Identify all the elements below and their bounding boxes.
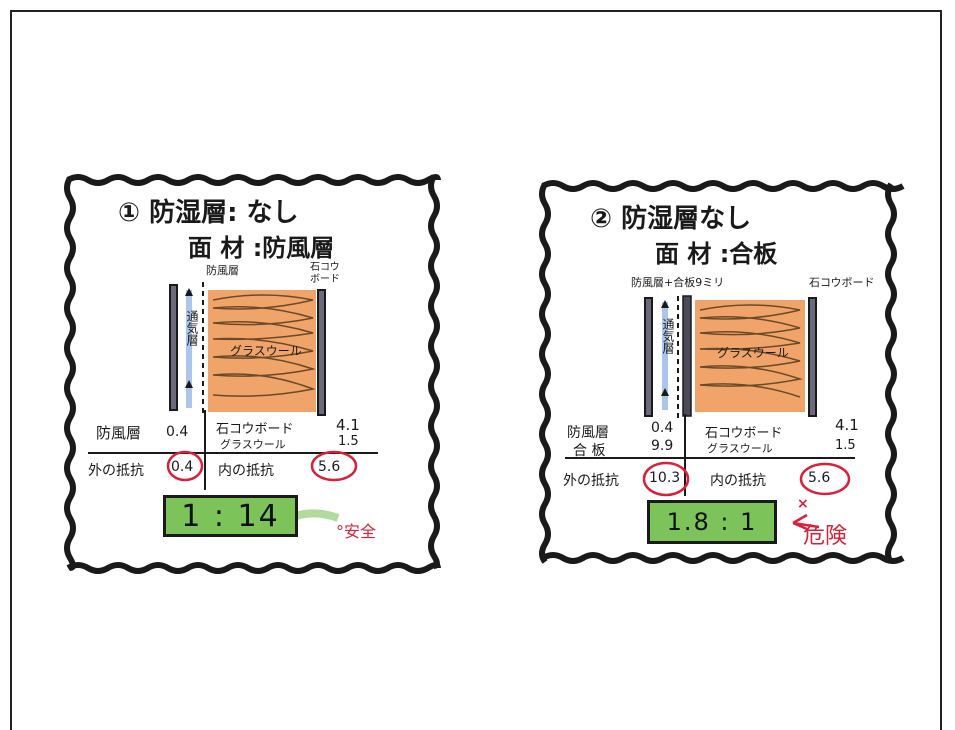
panel-2-left-layer-value-1: 0.4 xyxy=(651,420,674,436)
panel-2-label-right: 石コウボード xyxy=(809,276,875,289)
panel-2-subtitle: 面 材 :合板 xyxy=(655,240,778,268)
panel-1-wavy-border xyxy=(64,174,441,574)
slide-frame xyxy=(10,10,942,730)
panel-2-label-left: 防風層+合板9ミリ xyxy=(631,276,725,289)
panel-1-subtitle: 面 材 :防風層 xyxy=(188,234,335,262)
panel-2-left-layer-name-2: 合 板 xyxy=(573,443,606,459)
panel-2-verdict: 危険 xyxy=(803,524,848,549)
panel-1-title: ① 防湿層: なし xyxy=(118,198,299,228)
panel-1-verdict: °安全 xyxy=(336,522,377,541)
panel-1-outer-label: 外の抵抗 xyxy=(88,463,144,479)
panel-2-right-layer-value-1: 4.1 xyxy=(835,416,859,434)
panel-2-ratio: 1.8 : 1 xyxy=(666,508,758,536)
panel-1: ① 防湿層: なし 面 材 :防風層 防風層 石コウ ボード 通気層 グラスウー… xyxy=(58,170,453,580)
panel-2-left-layer-name-1: 防風層 xyxy=(567,425,609,441)
panel-1-label-left: 防風層 xyxy=(206,264,239,277)
panel-1-ratio-box: 1 : 14 xyxy=(163,495,298,537)
panel-1-right-layer-value-2: 1.5 xyxy=(338,434,359,449)
panel-2-title: ② 防湿層なし xyxy=(590,204,752,234)
panel-1-outer-value: 0.4 xyxy=(171,459,194,475)
panel-2-inner-value: 5.6 xyxy=(808,470,831,486)
panel-2-right-layer-value-2: 1.5 xyxy=(835,438,856,453)
panel-2-outer-label: 外の抵抗 xyxy=(563,473,619,489)
panel-2-left-layer-value-2: 9.9 xyxy=(651,438,674,454)
panel-2-inner-label: 内の抵抗 xyxy=(710,473,766,489)
panel-1-insulation-label: グラスウール xyxy=(230,344,302,358)
panel-2-right-layer-name-1: 石コウボード xyxy=(705,426,783,441)
panel-2: ② 防湿層なし 面 材 :合板 防風層+合板9ミリ 石コウボード 通気層 グラス… xyxy=(535,178,905,570)
panel-2-ratio-box: 1.8 : 1 xyxy=(647,500,777,544)
panel-1-left-layer-value: 0.4 xyxy=(166,424,189,440)
panel-2-verdict-mark: × xyxy=(797,496,809,512)
panel-1-ratio: 1 : 14 xyxy=(181,498,280,534)
panel-1-inner-label: 内の抵抗 xyxy=(218,463,274,479)
panel-1-inner-value: 5.6 xyxy=(318,459,341,475)
panel-1-right-layer-value-1: 4.1 xyxy=(336,416,360,434)
panel-2-wavy-border xyxy=(539,180,905,564)
panel-1-label-right: 石コウ ボード xyxy=(310,262,340,285)
panel-1-left-layer-name: 防風層 xyxy=(96,424,142,442)
panel-2-right-layer-name-2: グラスウール xyxy=(707,442,773,455)
panel-2-outer-value: 10.3 xyxy=(649,470,681,486)
panel-1-right-layer-name-2: グラスウール xyxy=(220,438,286,451)
panel-1-right-layer-name-1: 石コウボード xyxy=(216,422,294,437)
panel-2-vent-label: 通気層 xyxy=(661,318,675,354)
panel-1-vent-label: 通気層 xyxy=(185,310,199,346)
panel-2-insulation-label: グラスウール xyxy=(717,346,789,360)
